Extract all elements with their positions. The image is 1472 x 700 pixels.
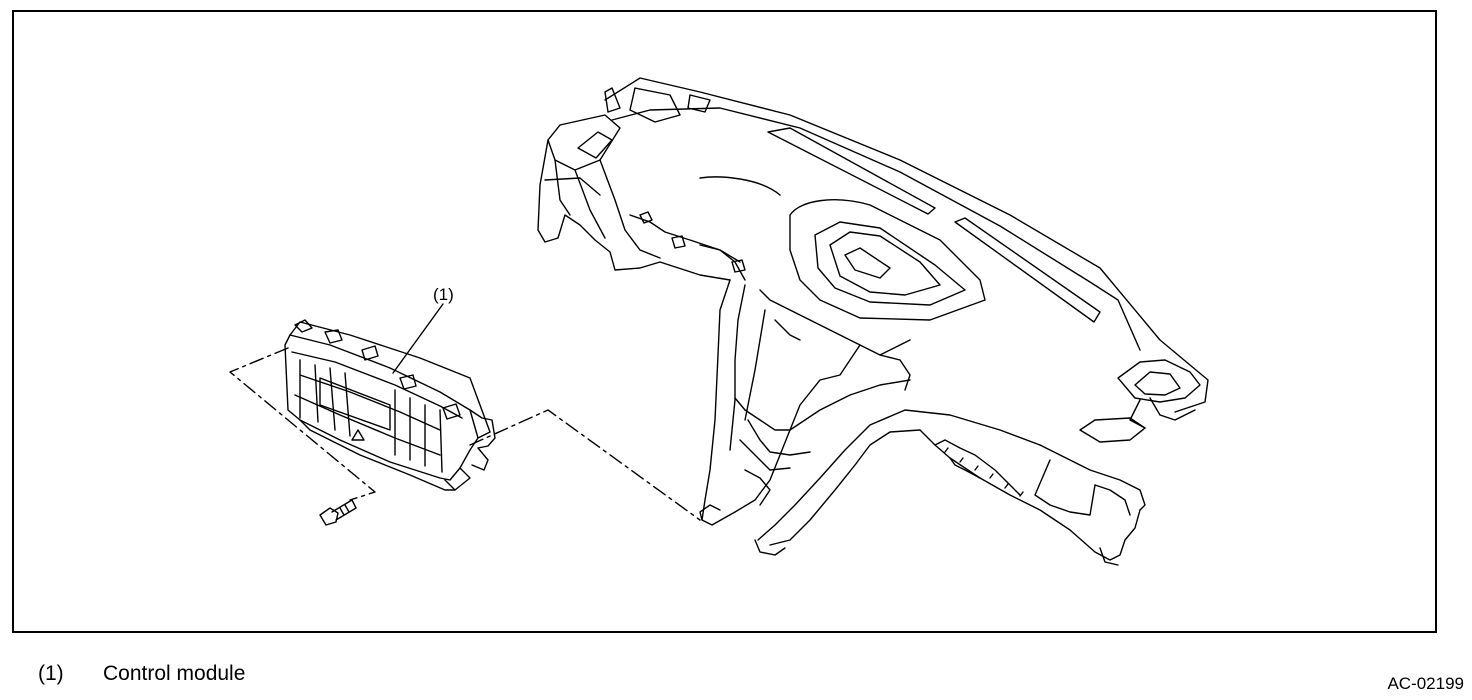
phantom-line-left [229, 347, 376, 501]
callout-label: (1) [433, 285, 454, 304]
figure-frame [12, 10, 1437, 633]
legend-item: (1) Control module [38, 662, 245, 686]
legend-number: (1) [38, 662, 64, 685]
phantom-line-right [469, 409, 701, 521]
control-module [284, 319, 496, 491]
callout-leader [392, 303, 444, 374]
screw [319, 499, 357, 526]
legend-label: Control module [103, 662, 246, 685]
figure-code: AC-02199 [1387, 674, 1464, 693]
instrument-panel [537, 77, 1209, 566]
